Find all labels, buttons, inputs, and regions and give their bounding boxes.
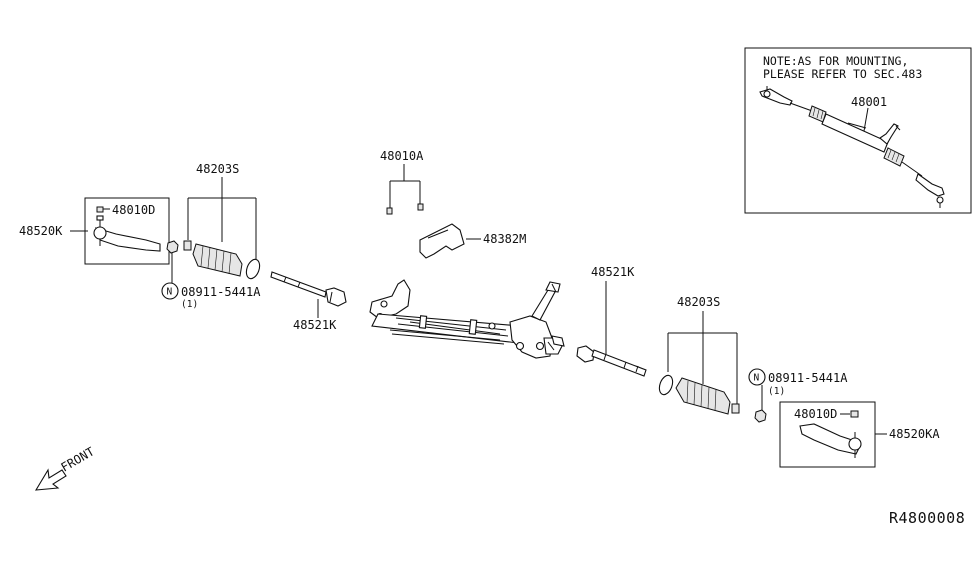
right-boot-group: 48203S xyxy=(658,295,740,415)
left-inner-tie-rod: 48521K xyxy=(270,271,347,332)
mini-steering-assembly-drawing xyxy=(759,86,945,208)
nut-quantity-right: (1) xyxy=(768,386,785,397)
part-label-08911-5441A-left: 08911-5441A xyxy=(181,285,261,299)
part-label-48520KA: 48520KA xyxy=(889,427,940,441)
part-label-48010D-right: 48010D xyxy=(794,407,837,421)
part-label-48010A: 48010A xyxy=(380,149,424,163)
note-inset: NOTE:AS FOR MOUNTING, PLEASE REFER TO SE… xyxy=(744,47,972,214)
boot-clamp-large xyxy=(245,258,261,280)
cotter-pin-icon xyxy=(96,206,104,213)
steering-gear-housing xyxy=(369,279,565,359)
nut-symbol-left: N xyxy=(167,287,173,298)
front-label: FRONT xyxy=(59,444,97,474)
boot-bellows-left xyxy=(192,243,243,277)
bracket-48382M: 48382M xyxy=(419,223,526,259)
part-label-08911-5441A-right: 08911-5441A xyxy=(768,371,848,385)
front-arrow-icon xyxy=(34,468,67,491)
nut-symbol-circle xyxy=(748,368,766,386)
left-lock-nut: N 08911-5441A (1) xyxy=(161,240,261,310)
nut-quantity-left: (1) xyxy=(181,299,198,310)
part-label-48001: 48001 xyxy=(851,95,887,109)
part-label-48521K-right: 48521K xyxy=(591,265,635,279)
part-label-48520K: 48520K xyxy=(19,224,63,238)
bolt-group-48010A: 48010A xyxy=(380,149,424,215)
part-label-48382M: 48382M xyxy=(483,232,526,246)
boot-clamp-large xyxy=(658,374,674,396)
left-boot-group: 48203S xyxy=(183,162,261,280)
note-line-2: PLEASE REFER TO SEC.483 xyxy=(763,67,922,81)
right-tie-rod-end-drawing xyxy=(799,423,862,458)
part-label-48203S-right: 48203S xyxy=(677,295,720,309)
part-label-48010D-left: 48010D xyxy=(112,203,155,217)
cotter-pin-icon xyxy=(850,410,859,418)
reference-code: R4800008 xyxy=(889,509,965,527)
part-label-48203S-left: 48203S xyxy=(196,162,239,176)
part-label-48521K-left: 48521K xyxy=(293,318,337,332)
front-direction-indicator: FRONT xyxy=(34,444,97,491)
right-tie-rod-end-box: 48010D xyxy=(779,401,876,468)
note-line-1: NOTE:AS FOR MOUNTING, xyxy=(763,54,908,68)
nut-symbol-circle xyxy=(161,282,179,300)
left-tie-rod-end-box: 48010D xyxy=(84,197,170,265)
bolt-icon xyxy=(417,203,424,211)
nut-symbol-right: N xyxy=(754,373,760,384)
bolt-icon xyxy=(386,207,393,215)
right-inner-tie-rod: 48521K xyxy=(576,265,647,377)
boot-bellows-right xyxy=(675,377,731,415)
boot-clamp-small xyxy=(183,240,192,251)
boot-clamp-small xyxy=(731,403,740,414)
right-lock-nut: N 08911-5441A (1) xyxy=(748,368,848,423)
left-tie-rod-end-drawing xyxy=(93,215,161,252)
